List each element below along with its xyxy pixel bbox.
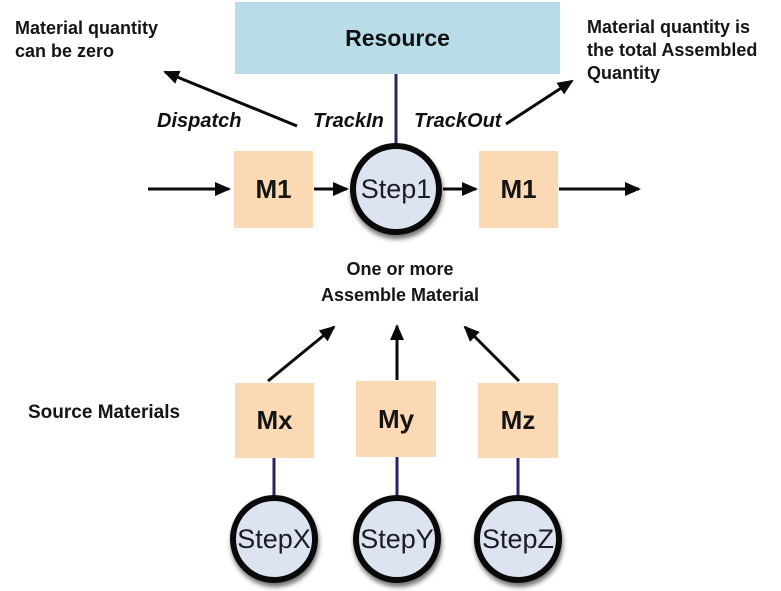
- stepx-node: StepX: [230, 495, 318, 583]
- note-source-materials: Source Materials: [28, 402, 181, 423]
- note-assemble-material: One or more Assemble Material: [280, 256, 520, 308]
- mx-node: Mx: [235, 383, 314, 458]
- m1-left-node: M1: [234, 151, 313, 228]
- trackout-label: TrackOut: [414, 110, 502, 132]
- step1-label: Step1: [360, 173, 432, 204]
- stepz-label: StepZ: [481, 523, 555, 554]
- note-line: One or more: [346, 259, 454, 279]
- resource-label: Resource: [345, 24, 450, 51]
- mz-node: Mz: [478, 383, 558, 458]
- note-line: Material quantity: [15, 18, 159, 38]
- mx-label: Mx: [256, 405, 293, 435]
- stepx-label: StepX: [237, 523, 311, 554]
- stepy-node: StepY: [353, 495, 441, 583]
- mz-assemble-arrow: [463, 325, 521, 383]
- m1-right-node: M1: [479, 151, 558, 228]
- note-line: Material quantity is: [587, 17, 751, 37]
- stepz-node: StepZ: [474, 495, 562, 583]
- note-line: the total Assembled: [587, 40, 758, 60]
- step1-node: Step1: [350, 143, 442, 235]
- trackin-label: TrackIn: [313, 110, 384, 132]
- dispatch-label: Dispatch: [157, 110, 242, 132]
- m1-left-label: M1: [255, 174, 292, 204]
- note-line: can be zero: [15, 41, 115, 61]
- my-label: My: [377, 403, 415, 434]
- mz-label: Mz: [500, 405, 536, 435]
- note-line: Assemble Material: [320, 285, 480, 305]
- my-node: My: [356, 381, 436, 457]
- note-line: Quantity: [587, 63, 661, 83]
- stepy-label: StepY: [360, 523, 434, 554]
- resource-node: Resource: [235, 2, 560, 74]
- note-material-can-be-zero: Material quantity can be zero: [15, 17, 195, 63]
- note-total-assembled-quantity: Material quantity is the total Assembled…: [587, 16, 779, 85]
- trackout-arrow: [505, 79, 574, 126]
- m1-right-label: M1: [500, 174, 537, 204]
- mx-assemble-arrow: [267, 325, 336, 383]
